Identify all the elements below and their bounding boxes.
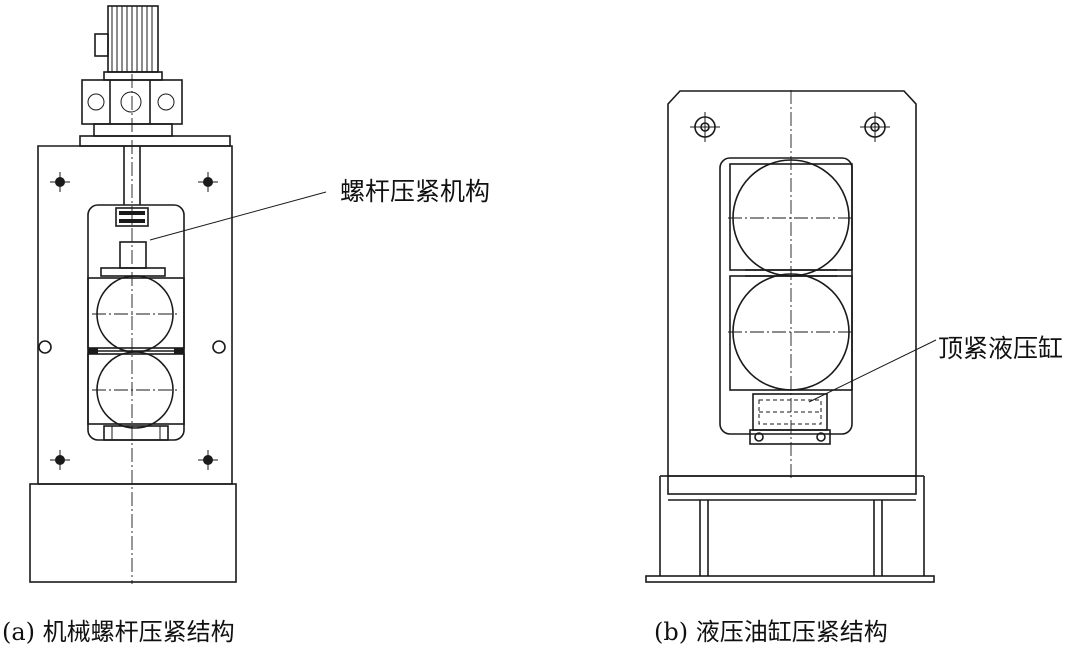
caption-b: (b) 液压油缸压紧结构 (654, 618, 888, 646)
bolt-marks-b (690, 112, 890, 142)
base-a (29, 483, 237, 583)
leader-b (808, 339, 937, 403)
label-screw-pressing-mechanism: 螺杆压紧机构 (340, 177, 490, 206)
motor (94, 5, 163, 81)
base-beam-b (667, 475, 917, 495)
frame-b (667, 90, 917, 477)
side-hole-right (212, 340, 226, 354)
bolt-marks (50, 172, 218, 470)
lower-chock-a (87, 353, 185, 425)
floor-plate-b (645, 575, 935, 583)
window-b (719, 157, 853, 435)
caption-a: (a) 机械螺杆压紧结构 (2, 618, 235, 646)
side-hole-left (38, 340, 52, 354)
mounting-plate (79, 135, 231, 147)
upper-chock-a (87, 277, 185, 349)
screw-assembly (100, 146, 166, 277)
leader-a (149, 191, 327, 241)
diagram-b-hydraulic-cylinder (645, 90, 937, 583)
frame-a (37, 145, 233, 485)
label-pressing-hydraulic-cylinder: 顶紧液压缸 (938, 334, 1063, 363)
diagram-a-mechanical-screw (29, 5, 327, 584)
